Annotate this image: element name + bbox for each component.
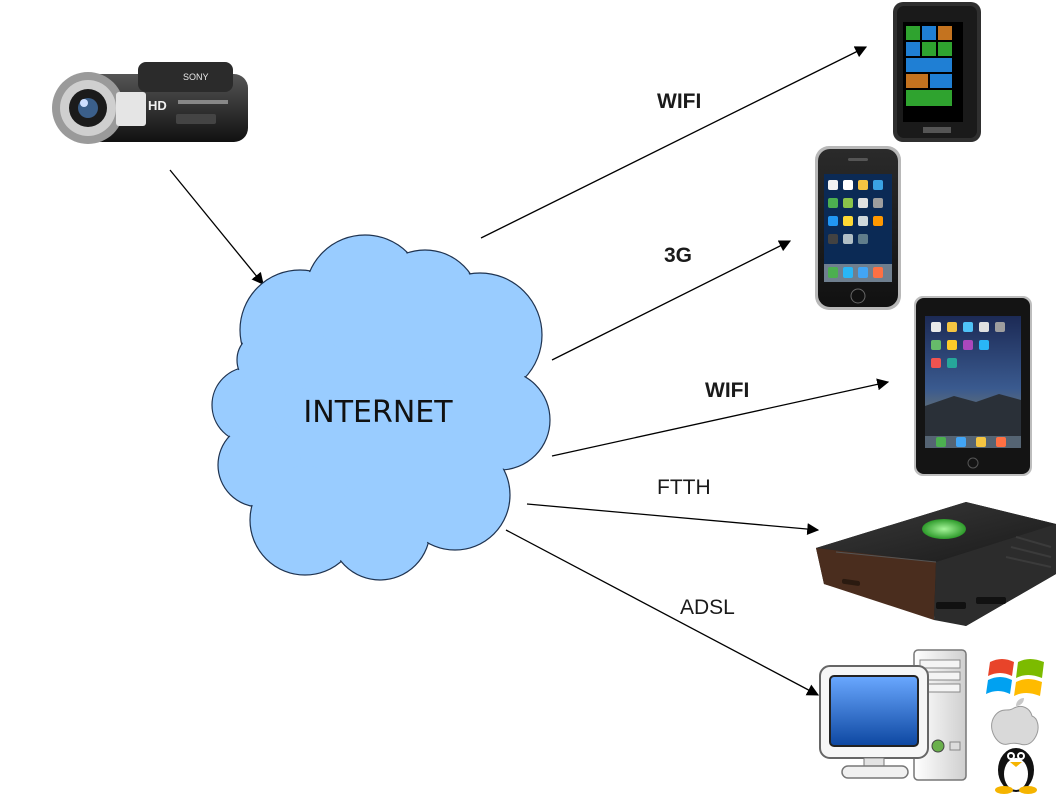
xbox-console-icon [816,502,1056,626]
connection-label-wifi-phone: WIFI [657,90,701,113]
arrow-adsl-computer [505,529,820,696]
camcorder-badge: HD [148,98,167,113]
arrow-ftth-xbox [526,503,820,536]
internet-label: INTERNET [303,395,453,430]
internet-cloud: INTERNET [211,234,551,581]
camcorder-brand: SONY [183,72,209,82]
camcorder-icon: HD SONY [52,62,248,144]
windows-phone-icon [893,2,981,142]
windows-logo-icon [986,659,1044,696]
connection-label-wifi-tablet: WIFI [705,379,749,402]
ipad-icon [914,296,1032,476]
arrow-wifi-ipad [551,378,890,457]
iphone-icon [815,146,901,310]
connection-label-3g: 3G [664,244,692,267]
connection-label-ftth: FTTH [657,476,711,499]
linux-tux-icon [995,748,1037,794]
arrow-3g-iphone [551,240,792,361]
connection-label-adsl: ADSL [680,596,735,619]
desktop-computer-icon [819,649,967,781]
arrow-wifi-windows-phone [480,46,868,239]
apple-logo-icon [991,698,1039,746]
connection-arrows [169,46,890,696]
camera-to-internet-arrow [169,169,264,285]
